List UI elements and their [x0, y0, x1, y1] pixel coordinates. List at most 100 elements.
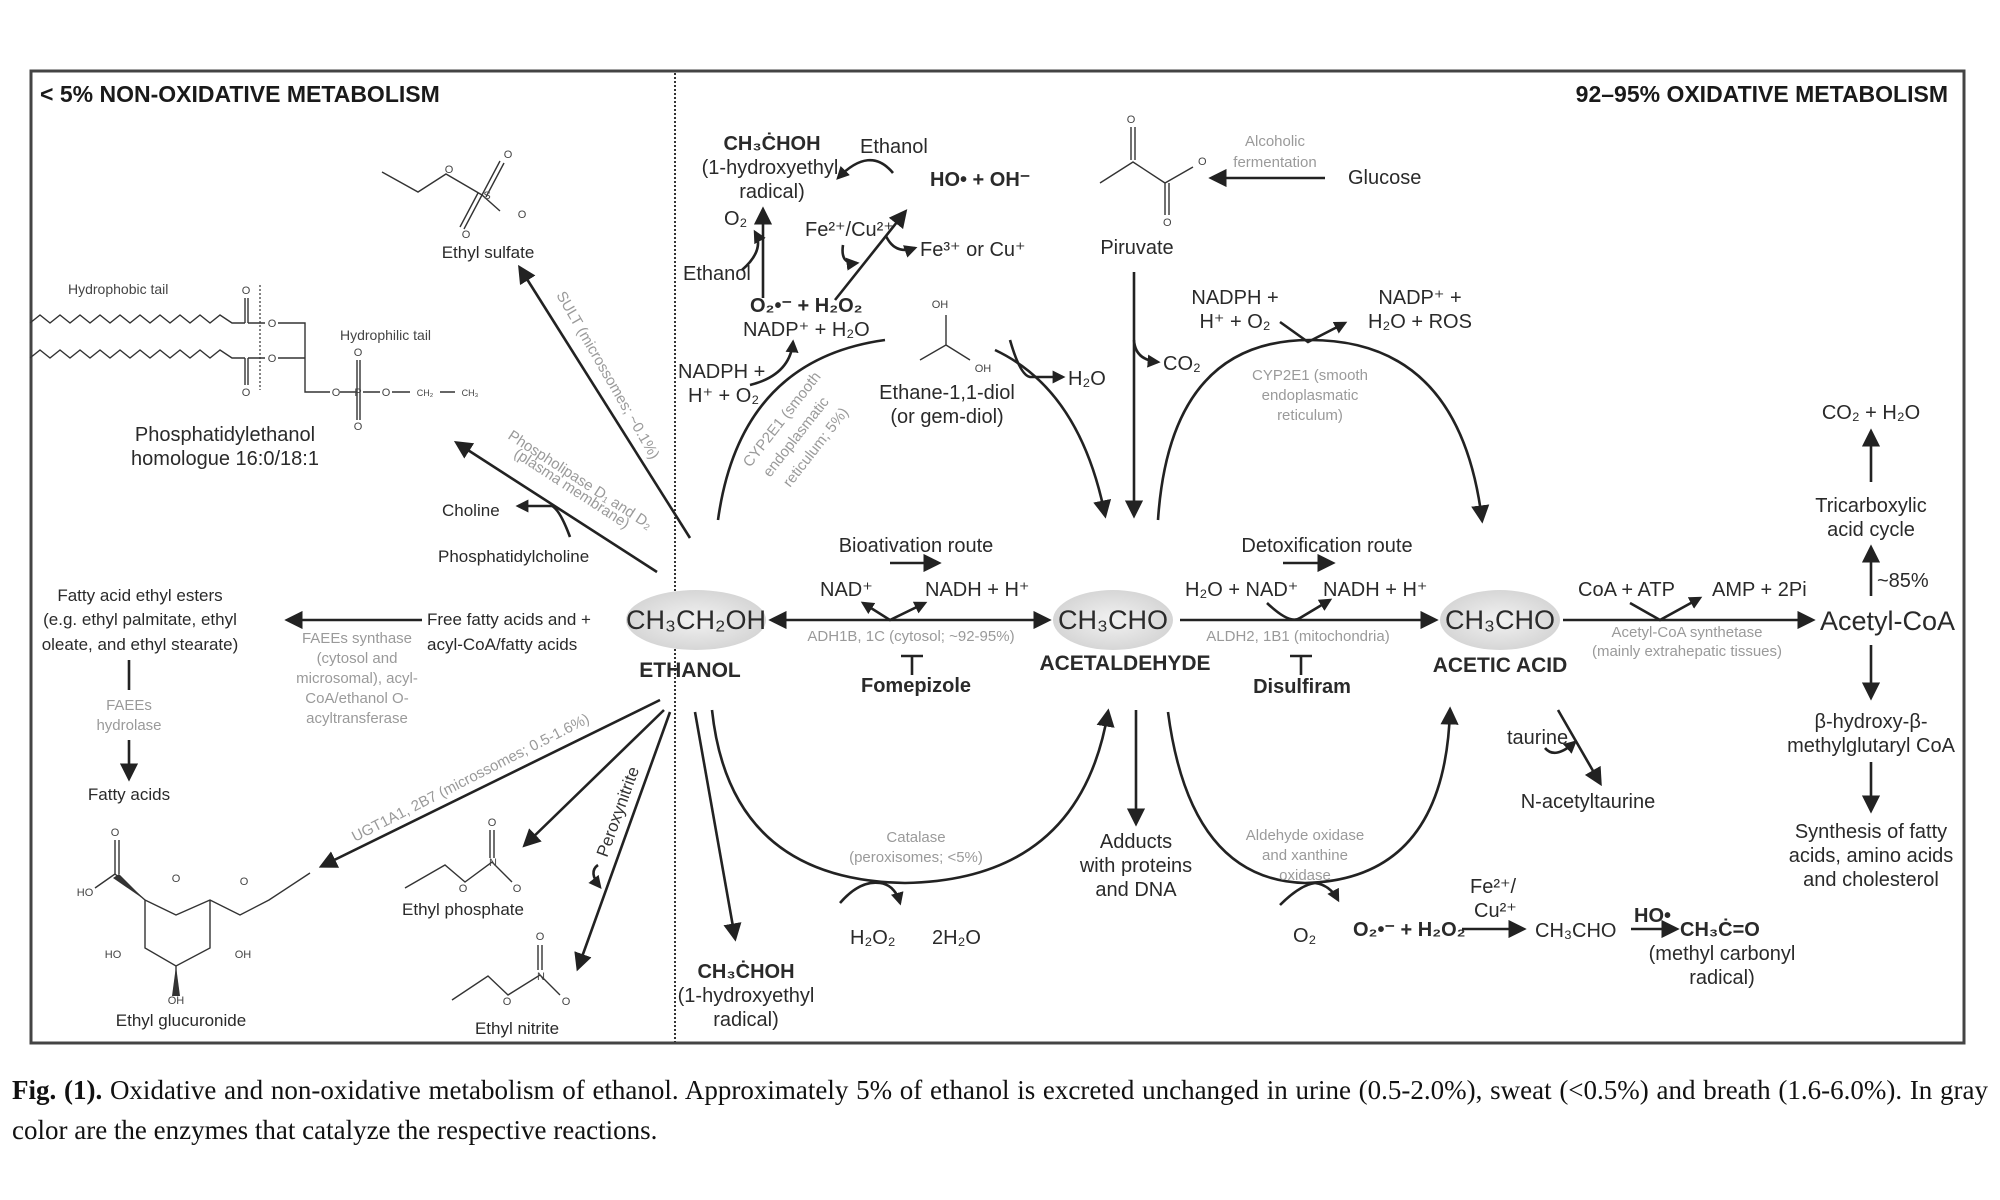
taurine: taurine — [1507, 727, 1568, 749]
gem-diol-structure: OH OH — [919, 299, 991, 375]
o2-top: O₂ — [724, 208, 747, 230]
figure-number: Fig. (1). — [12, 1075, 103, 1105]
radical-top-formula: CH₃ĊHOH — [723, 132, 820, 155]
synth-3: and cholesterol — [1803, 869, 1939, 891]
faee-2: (e.g. ethyl palmitate, ethyl — [43, 610, 237, 629]
svg-text:OH: OH — [932, 299, 949, 311]
taurine-curve — [1544, 740, 1577, 755]
mc-name-2: radical) — [1689, 967, 1755, 989]
acetic-acid-label: ACETIC ACID — [1433, 654, 1568, 677]
acetaldehyde-label: ACETALDEHYDE — [1039, 652, 1210, 675]
hmg-2: methylglutaryl CoA — [1787, 735, 1956, 757]
methyl-carbonyl: CH₃Ċ=O — [1680, 918, 1760, 941]
catalase-2: (peroxisomes; <5%) — [849, 849, 983, 866]
svg-text:O: O — [513, 883, 522, 895]
svg-text:O: O — [459, 883, 468, 895]
acetyl-coa: Acetyl-CoA — [1820, 606, 1955, 636]
svg-text:O: O — [240, 876, 249, 888]
ao-acetaldehyde: CH₃CHO — [1535, 920, 1616, 942]
acs-in: CoA + ATP — [1578, 579, 1675, 601]
fermentation-1: Alcoholic — [1245, 133, 1306, 150]
svg-text:O: O — [332, 387, 341, 399]
svg-text:O: O — [1127, 114, 1136, 126]
adh-cofactor-curve — [860, 601, 928, 622]
fatty-acids: Fatty acids — [88, 785, 170, 804]
catalase-h2o2: H₂O₂ — [850, 927, 896, 949]
catalase-2h2o: 2H₂O — [932, 927, 981, 949]
nadph-left-2: H⁺ + O₂ — [688, 385, 759, 407]
svg-text:O: O — [1163, 217, 1172, 229]
svg-text:O: O — [242, 285, 251, 297]
catalase-1: Catalase — [886, 829, 945, 846]
h2o2-to-ho-arrow — [833, 209, 908, 301]
svg-text:O: O — [242, 387, 251, 399]
catalase-arc — [710, 708, 1115, 885]
svg-text:N: N — [537, 971, 545, 983]
sult-label: SULT (microssomes; ~0.1%) — [553, 289, 663, 463]
superoxide-top: O₂•⁻ + H₂O₂ — [750, 295, 863, 317]
cyp-right-1: CYP2E1 (smooth — [1252, 367, 1368, 384]
fe-out-curve — [884, 235, 918, 258]
aldh-cofactor-in: H₂O + NAD⁺ — [1185, 579, 1298, 601]
ao-o2: O₂ — [1293, 925, 1316, 947]
ffa-1: Free fatty acids and + — [427, 610, 591, 629]
nadph-cofactor-curve — [749, 339, 799, 387]
faee-synth-1: FAEEs synthase — [302, 630, 412, 647]
hydrolase-2: hydrolase — [96, 717, 161, 734]
tca-1: Tricarboxylic — [1815, 495, 1927, 517]
peroxynitrite-curve — [588, 863, 602, 890]
cyp-right-2: endoplasmatic — [1262, 387, 1359, 404]
acs-enzyme-1: Acetyl-CoA synthetase — [1612, 624, 1763, 641]
cyp-right-out-1: NADP⁺ + — [1378, 287, 1461, 309]
faee-synth-2: (cytosol and — [317, 650, 398, 667]
svg-text:CH₃: CH₃ — [462, 388, 479, 398]
hydrophobic-label: Hydrophobic tail — [68, 281, 168, 297]
faee-synth-3: microsomal), acyl- — [296, 670, 418, 687]
svg-text:O: O — [382, 387, 391, 399]
ao-superoxide: O₂•⁻ + H₂O₂ — [1353, 919, 1466, 941]
svg-text:O: O — [268, 318, 277, 330]
radical-bottom-formula: CH₃ĊHOH — [697, 960, 794, 983]
fe-cu-out: Fe³⁺ or Cu⁺ — [920, 239, 1026, 261]
radical-bottom-name-1: (1-hydroxyethyl — [678, 985, 815, 1007]
choline-curve — [515, 499, 572, 538]
ao-fe-2: Cu²⁺ — [1474, 900, 1517, 922]
co2-h2o: CO₂ + H₂O — [1822, 402, 1920, 424]
acs-cofactor-curve — [1629, 596, 1703, 622]
detox-label: Detoxification route — [1241, 535, 1412, 557]
n-acetyltaurine: N-acetyltaurine — [1521, 791, 1656, 813]
faee-synth-4: CoA/ethanol O- — [305, 690, 408, 707]
ethanol-metabolism-diagram: < 5% NON-OXIDATIVE METABOLISM 92–95% OXI… — [29, 69, 1966, 1045]
diol-2: (or gem-diol) — [890, 406, 1003, 428]
ao-3: oxidase — [1279, 867, 1331, 884]
svg-text:O: O — [518, 209, 527, 221]
svg-text:S: S — [483, 190, 490, 202]
ethyl-phosphate-arrow — [522, 709, 665, 848]
aldehyde-oxidase-arc — [1166, 706, 1459, 885]
ethyl-nitrite: Ethyl nitrite — [475, 1019, 559, 1038]
ethyl-glucuronide-structure: O HO O O HO OH OH — [77, 827, 311, 1007]
ffa-2: acyl-CoA/fatty acids — [427, 635, 577, 654]
ethyl-sulfate: Ethyl sulfate — [442, 243, 535, 262]
svg-text:O: O — [462, 229, 471, 241]
peroxynitrite-label: Peroxynitrite — [593, 764, 643, 859]
peroxynitrite-arrow — [574, 711, 672, 972]
svg-text:O: O — [268, 353, 277, 365]
aldh-enzyme: ALDH2, 1B1 (mitochondria) — [1206, 628, 1389, 645]
svg-text:P: P — [354, 387, 361, 399]
diol-1: Ethane-1,1-diol — [879, 382, 1015, 404]
acetic-acid-formula: CH₃CHO — [1445, 605, 1555, 635]
svg-text:O: O — [354, 347, 363, 359]
faee-1: Fatty acid ethyl esters — [57, 586, 222, 605]
fomepizole-inhibition — [901, 654, 923, 675]
oxidative-header: 92–95% OXIDATIVE METABOLISM — [1576, 81, 1948, 107]
acetaldehyde-formula: CH₃CHO — [1058, 605, 1168, 635]
svg-text:O: O — [111, 827, 120, 839]
adh-cofactor-out: NADH + H⁺ — [925, 579, 1029, 601]
svg-text:N: N — [489, 857, 497, 869]
glucose: Glucose — [1348, 167, 1421, 189]
ao-1: Aldehyde oxidase — [1246, 827, 1364, 844]
ethyl-nitrite-structure: O O N O — [451, 931, 571, 1008]
non-oxidative-header: < 5% NON-OXIDATIVE METABOLISM — [40, 81, 440, 107]
peth-2: homologue 16:0/18:1 — [131, 448, 319, 470]
